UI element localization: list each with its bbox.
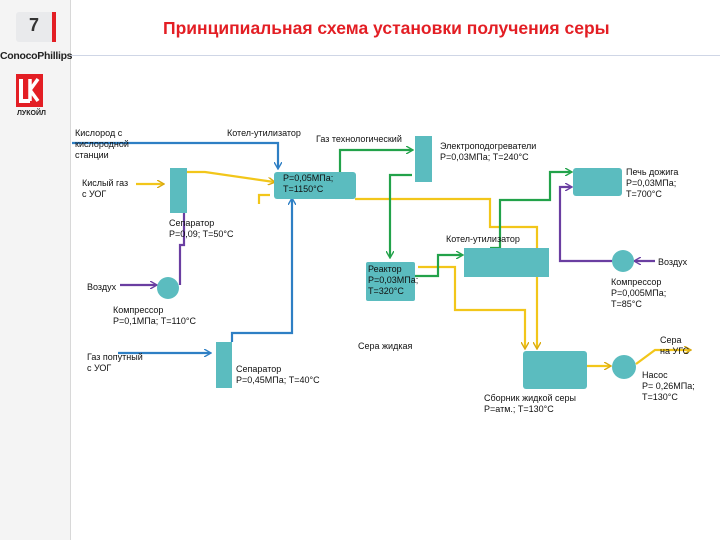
conocophillips-logo: ConocoPhillips [0, 50, 73, 62]
left-divider [70, 0, 71, 540]
collector-vessel [523, 351, 587, 389]
pump-icon [612, 355, 636, 379]
air1-label: Воздух [87, 282, 117, 292]
waste-boiler2-vessel [464, 248, 549, 277]
page-title: Принципиальная схема установки получения… [163, 18, 610, 38]
lukoil-logo-text: ЛУКОЙЛ [17, 110, 46, 117]
slide-number-badge: 7 [16, 12, 56, 42]
reactor-vessel [366, 262, 415, 301]
furnace-label: P=0,05МПа;T=1150°C [283, 173, 334, 194]
separator1-outlet-line [184, 170, 274, 182]
title-rule [70, 55, 720, 56]
waste-boiler1-label: Котел-утилизатор [227, 128, 301, 138]
separator2-vessel [216, 342, 232, 388]
slide-number-accent [52, 12, 56, 42]
lukoil-logo [16, 74, 43, 107]
separator1-vessel [170, 168, 187, 213]
slide-number: 7 [29, 15, 40, 35]
heaters-vessel [415, 136, 432, 182]
air2-label: Воздух [658, 257, 688, 267]
compressor2-icon [612, 250, 634, 272]
process-gas-label: Газ технологический [316, 134, 402, 144]
air2-line [558, 187, 655, 261]
air1-line [120, 207, 186, 285]
oxygen-line [72, 141, 278, 168]
compressor1-icon [157, 277, 179, 299]
liquid-sulfur-label: Сера жидкая [358, 341, 413, 351]
separator2-outlet-line [230, 199, 292, 342]
furnace-vessel [274, 172, 356, 199]
sulfur-to-pump-line [587, 350, 690, 366]
waste-boiler2-label: Котел-утилизатор [446, 234, 520, 244]
incinerator-vessel [573, 168, 622, 196]
